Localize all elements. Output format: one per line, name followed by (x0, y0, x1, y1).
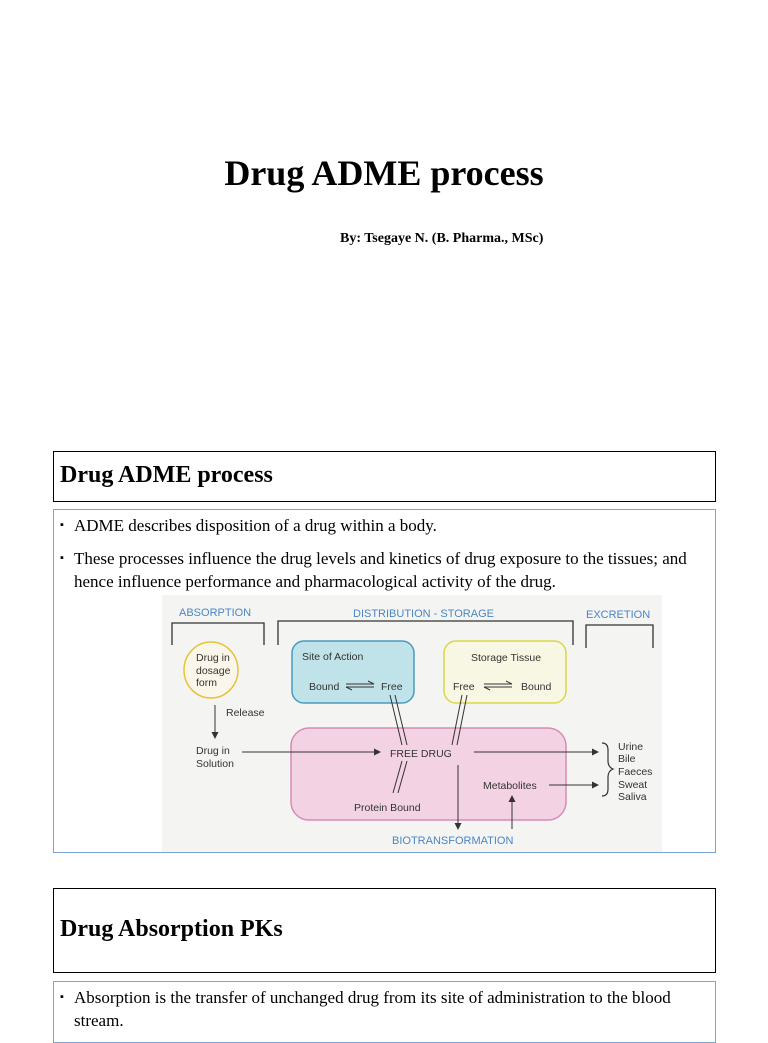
storage-exchange-arrow (451, 694, 463, 746)
bullet-text: ADME describes disposition of a drug wit… (74, 516, 437, 535)
slide-heading: Drug ADME process (60, 462, 273, 488)
dosage-form-circle (183, 641, 239, 699)
protein-bound-label: Protein Bound (354, 802, 421, 814)
excretion-route: Faeces (618, 766, 652, 778)
storage-equilibrium-icon (484, 680, 513, 685)
slide-heading-box: Drug ADME process (53, 451, 716, 502)
excretion-label: EXCRETION (586, 609, 650, 621)
biotransformation-label: BIOTRANSFORMATION (392, 835, 513, 847)
absorption-bracket (171, 622, 265, 645)
excretion-route: Bile (618, 753, 636, 765)
site-free-label: Free (381, 681, 403, 693)
free-drug-box (290, 727, 567, 821)
absorption-label: ABSORPTION (179, 607, 251, 619)
bullet-item: ▪ ADME describes disposition of a drug w… (60, 514, 710, 537)
distribution-bracket (277, 620, 574, 645)
bullet-item: ▪ Absorption is the transfer of unchange… (60, 986, 710, 1032)
storage-free-label: Free (453, 681, 475, 693)
excretion-route: Urine (618, 741, 643, 753)
author-byline: By: Tsegaye N. (B. Pharma., MSc) (340, 231, 544, 246)
bullet-marker: ▪ (60, 991, 64, 1003)
bullet-text: Absorption is the transfer of unchanged … (74, 988, 671, 1030)
free-drug-label: FREE DRUG (390, 748, 452, 760)
protein-bound-arrow (392, 760, 403, 794)
storage-tissue-box (443, 640, 567, 704)
excretion-bracket (585, 624, 654, 648)
bullet-text: These processes influence the drug level… (74, 549, 687, 591)
site-exchange-arrow (389, 694, 403, 746)
storage-tissue-title: Storage Tissue (471, 652, 541, 664)
slide-content-box: ▪ Absorption is the transfer of unchange… (53, 981, 716, 1043)
release-label: Release (226, 707, 265, 719)
site-bound-label: Bound (309, 681, 340, 693)
excretion-route: Sweat (618, 779, 647, 791)
excretion-route: Saliva (618, 791, 647, 803)
site-of-action-title: Site of Action (302, 651, 363, 663)
bullet-item: ▪ These processes influence the drug lev… (60, 547, 710, 593)
dosage-form-line: Drug in (196, 652, 230, 664)
adme-diagram: ABSORPTION DISTRIBUTION - STORAGE EXCRET… (162, 595, 662, 852)
solution-line: Drug in (196, 745, 230, 757)
site-of-action-box (291, 640, 415, 704)
title-slide: Drug ADME process By: Tsegaye N. (B. Pha… (0, 0, 768, 440)
storage-bound-label: Bound (521, 681, 552, 693)
dosage-form-line: dosage (196, 665, 231, 677)
slide-heading-box: Drug Absorption PKs (53, 888, 716, 973)
bullet-marker: ▪ (60, 552, 64, 564)
dosage-form-line: form (196, 677, 217, 689)
slide-title: Drug ADME process (224, 153, 544, 193)
distribution-label: DISTRIBUTION - STORAGE (353, 608, 494, 620)
bullet-marker: ▪ (60, 519, 64, 531)
solution-line: Solution (196, 758, 234, 770)
site-equilibrium-icon (346, 680, 375, 685)
slide-heading: Drug Absorption PKs (60, 916, 283, 942)
excretion-brace (601, 742, 615, 797)
metabolites-label: Metabolites (483, 780, 537, 792)
